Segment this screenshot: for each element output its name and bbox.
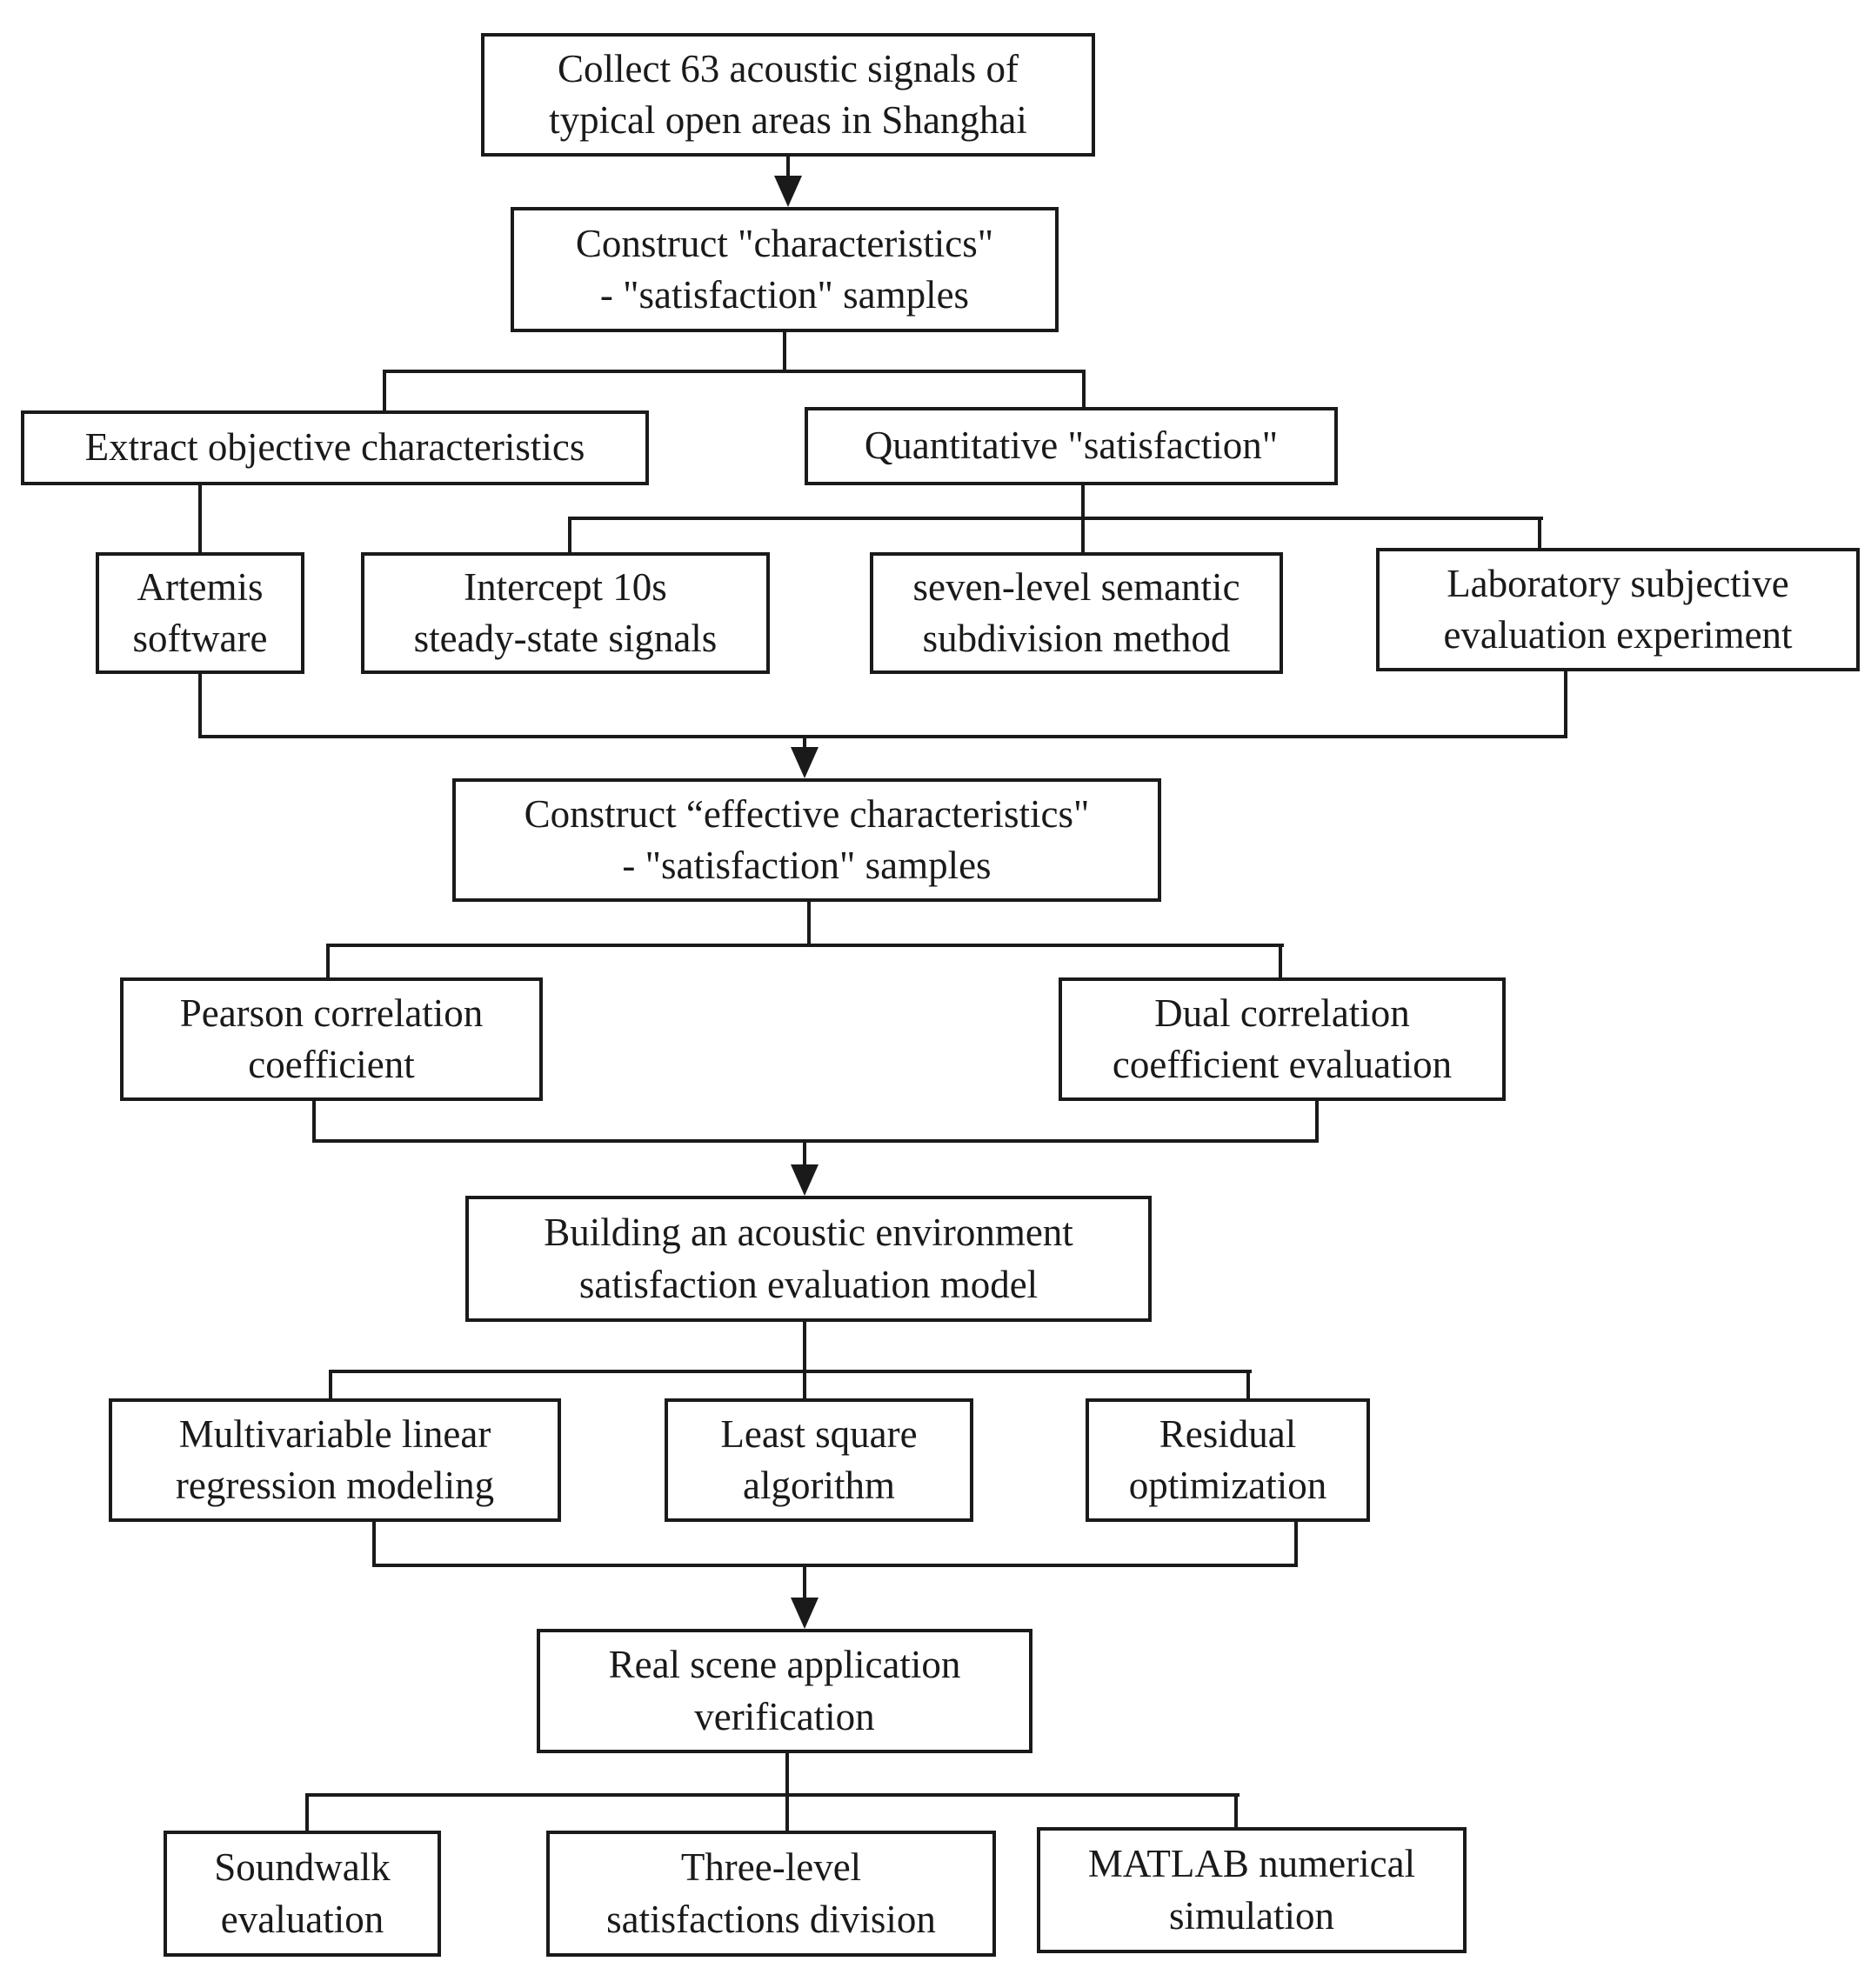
node-dual-correlation: Dual correlation coefficient evaluation [1059, 977, 1506, 1101]
collector3-horizontal [372, 1564, 1298, 1567]
node-extract-objective-characteristics: Extract objective characteristics [21, 410, 649, 485]
collector2-horizontal [312, 1139, 1319, 1143]
edge-residual-down [1294, 1522, 1298, 1564]
edge-extract-to-artemis [198, 485, 202, 552]
edge-split5-to-matlab [1234, 1793, 1238, 1827]
edge-split1-to-extract [383, 370, 386, 410]
edge-artemis-down [198, 674, 202, 735]
edge-split1-to-quantitative [1082, 370, 1086, 407]
node-intercept-10s-signals: Intercept 10s steady-state signals [361, 552, 770, 674]
node-building-evaluation-model: Building an acoustic environment satisfa… [465, 1196, 1152, 1322]
node-three-level-satisfactions: Three-level satisfactions division [546, 1831, 996, 1957]
node-pearson-correlation: Pearson correlation coefficient [120, 977, 543, 1101]
node-multivariable-regression: Multivariable linear regression modeling [109, 1398, 561, 1522]
edge-collector1-stem [803, 735, 806, 751]
edge-split2-to-laboratory [1538, 517, 1541, 548]
edge-split3-to-dual [1279, 944, 1282, 977]
edge-collector2-arrowhead [791, 1164, 819, 1196]
split3-horizontal [326, 944, 1284, 947]
edge-dual-down [1315, 1101, 1319, 1139]
node-real-scene-verification: Real scene application verification [537, 1629, 1032, 1753]
edge-split5-to-soundwalk [305, 1793, 309, 1831]
node-soundwalk-evaluation: Soundwalk evaluation [164, 1831, 441, 1957]
split5-horizontal [307, 1793, 1240, 1797]
edge-pearson-down [312, 1101, 316, 1139]
edge-collect-to-construct-stem [786, 155, 790, 179]
node-matlab-simulation: MATLAB numerical simulation [1037, 1827, 1467, 1953]
edge-collector3-stem [803, 1564, 806, 1600]
node-least-square-algorithm: Least square algorithm [665, 1398, 973, 1522]
edge-collector1-arrowhead [791, 747, 819, 778]
edge-multivariable-down [372, 1522, 376, 1564]
node-laboratory-subjective-evaluation: Laboratory subjective evaluation experim… [1376, 548, 1860, 671]
node-construct-characteristics-samples: Construct "characteristics" - "satisfact… [511, 207, 1059, 332]
node-collect-signals: Collect 63 acoustic signals of typical o… [481, 33, 1095, 157]
split1-horizontal [383, 370, 1086, 373]
edge-collector3-arrowhead [791, 1598, 819, 1629]
node-construct-effective-samples: Construct “effective characteristics" - … [452, 778, 1161, 902]
edge-laboratory-down [1564, 671, 1567, 735]
edge-construct-down [783, 330, 786, 370]
split4-horizontal [331, 1370, 1252, 1373]
edge-real-scene-down [785, 1753, 789, 1793]
split2-horizontal [570, 517, 1543, 520]
edge-split3-to-pearson [326, 944, 330, 977]
edge-collect-to-construct-arrowhead [774, 176, 802, 207]
node-quantitative-satisfaction: Quantitative "satisfaction" [805, 407, 1338, 485]
collector1-horizontal [198, 735, 1567, 738]
node-artemis-software: Artemis software [96, 552, 304, 674]
edge-split4-to-least-square [803, 1370, 806, 1398]
edge-split2-to-intercept [568, 517, 571, 552]
edge-collector2-stem [803, 1139, 806, 1167]
edge-split5-to-three-level [785, 1793, 789, 1831]
edge-split4-to-multivariable [329, 1370, 332, 1398]
node-residual-optimization: Residual optimization [1086, 1398, 1370, 1522]
node-seven-level-semantic: seven-level semantic subdivision method [870, 552, 1283, 674]
edge-building-down [803, 1322, 806, 1370]
edge-split4-to-residual [1246, 1370, 1250, 1398]
edge-effective-down [807, 902, 811, 944]
